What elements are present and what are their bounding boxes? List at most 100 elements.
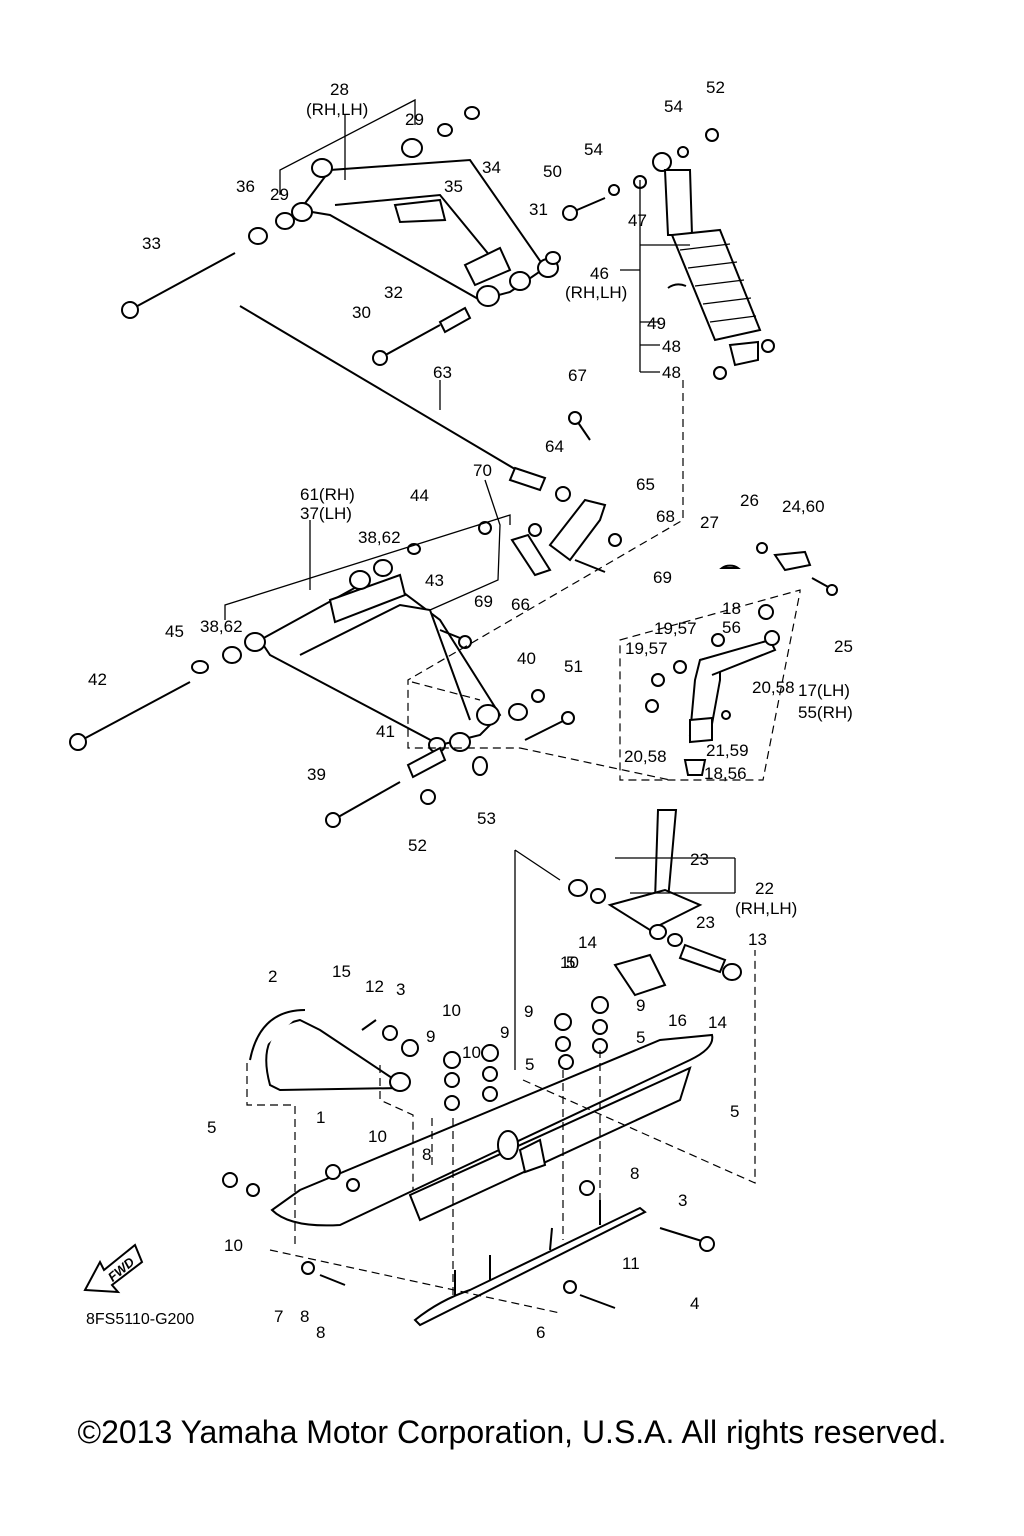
part-label: 10 [224,1236,243,1255]
part-label: 67 [568,366,587,385]
part-label: 19,57 [654,619,697,638]
part-label: 53 [477,809,496,828]
part-label: 52 [408,836,427,855]
part-label: 46 [590,264,609,283]
part-label: 18 [722,599,741,618]
part-label: 34 [482,158,501,177]
parts-diagram: 28 (RH,LH) 29 29 34 35 36 33 31 32 30 52… [69,78,853,1342]
part-label: 8 [300,1307,309,1326]
part-label: 10 [442,1001,461,1020]
part-label: 15 [332,962,351,981]
part-label: 28 [330,80,349,99]
part-label: 8 [630,1164,639,1183]
part-label: 38,62 [200,617,243,636]
part-label: 70 [473,461,492,480]
part-label: 17(LH) [798,681,850,700]
part-label: 25 [834,637,853,656]
part-label: 65 [636,475,655,494]
part-label: 11 [622,1254,640,1273]
part-label: 16 [668,1011,687,1030]
part-label: 69 [474,592,493,611]
part-label: 32 [384,283,403,302]
ski-drawing [249,1009,714,1327]
part-label: 10 [462,1043,481,1062]
part-label: 45 [165,622,184,641]
upper-arm-drawing [248,106,561,307]
part-label: 35 [444,177,463,196]
part-label: 20,58 [624,747,667,766]
part-label: 3 [396,980,405,999]
part-label: 61(RH) [300,485,355,504]
part-label: 14 [708,1013,727,1032]
part-label: 9 [426,1027,435,1046]
part-label: 36 [236,177,255,196]
part-label: 2 [268,967,277,986]
part-label: 48 [662,337,681,356]
bracket-drawing [478,411,622,577]
part-label: 18,56 [704,764,747,783]
part-label: 37(LH) [300,504,352,523]
part-label: 66 [511,595,530,614]
part-label: 54 [584,140,603,159]
part-label: 5 [525,1055,534,1074]
part-label: 44 [410,486,429,505]
part-label: 6 [536,1323,545,1342]
part-label: 69 [653,568,672,587]
part-label: 5 [730,1102,739,1121]
part-label: 41 [376,722,395,741]
part-label: 19,57 [625,639,668,658]
part-label: 29 [405,110,424,129]
part-labels: 28 (RH,LH) 29 29 34 35 36 33 31 32 30 52… [86,78,853,1342]
part-label: 9 [500,1023,509,1042]
part-label: 23 [690,850,709,869]
part-label: 33 [142,234,161,253]
part-label: 51 [564,657,583,676]
part-label: 9 [524,1002,533,1021]
part-label: 38,62 [358,528,401,547]
part-label: 12 [365,977,384,996]
shock-absorber-drawing [608,128,775,380]
part-label: 31 [529,200,548,219]
part-label: 4 [690,1294,699,1313]
part-label: 22 [755,879,774,898]
part-label: 8 [422,1145,431,1164]
part-label: 3 [678,1191,687,1210]
part-label: 20,58 [752,678,795,697]
part-label: 63 [433,363,452,382]
part-label: 30 [352,303,371,322]
ski-hardware-drawing [222,996,715,1309]
part-label: 8 [316,1323,325,1342]
part-label: 50 [543,162,562,181]
part-label: 49 [647,314,666,333]
knuckle-drawing [645,542,838,776]
part-label: 5 [207,1118,216,1137]
part-label: 68 [656,507,675,526]
part-label: 42 [88,670,107,689]
part-label: 52 [706,78,725,97]
part-label: (RH,LH) [735,899,797,918]
diagram-code: 8FS5110-G200 [86,1311,194,1328]
part-label: 43 [425,571,444,590]
part-label: 13 [748,930,767,949]
part-label: 29 [270,185,289,204]
part-label: 64 [545,437,564,456]
copyright-notice: ©2013 Yamaha Motor Corporation, U.S.A. A… [77,1414,947,1450]
part-label: 21,59 [706,741,749,760]
part-label: 14 [578,933,597,952]
fwd-arrow-icon [83,1243,144,1294]
part-label: 5 [566,953,575,972]
bolts-drawing [121,197,606,366]
part-label: 24,60 [782,497,825,516]
part-label: (RH,LH) [565,283,627,302]
part-label: 56 [722,618,741,637]
rod-drawing [239,305,547,492]
leader-lines [224,98,801,1314]
parts-drawing [69,106,838,1327]
part-label: 55(RH) [798,703,853,722]
part-label: 10 [560,953,579,972]
part-label: 54 [664,97,683,116]
part-label: 9 [636,996,645,1015]
part-label: 23 [696,913,715,932]
part-label: 1 [316,1108,325,1127]
